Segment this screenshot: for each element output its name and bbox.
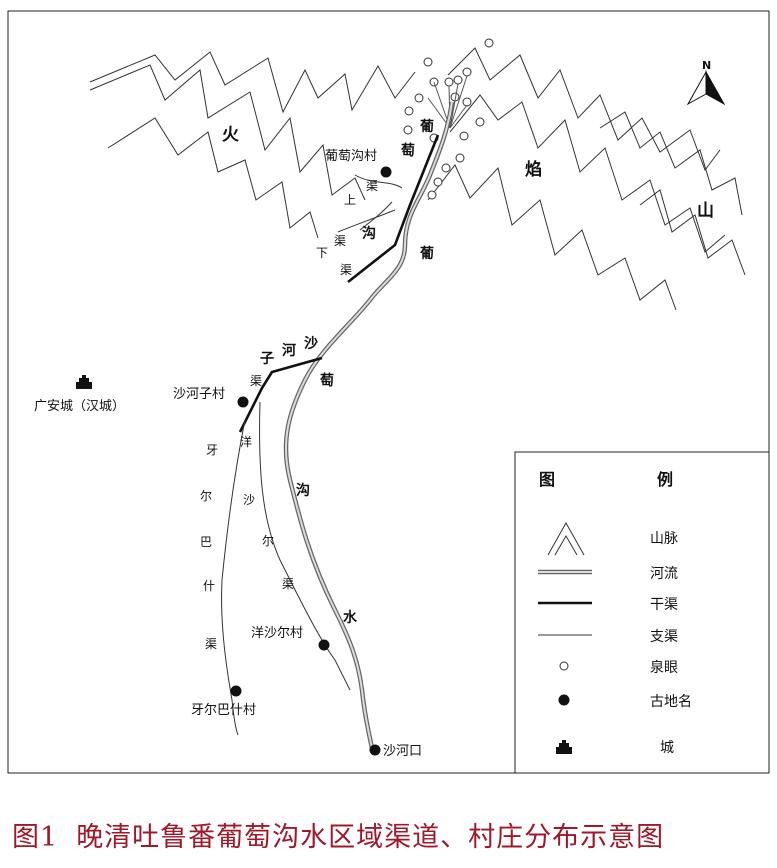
yaerbashi-canal-label-2: 尔 <box>200 488 212 503</box>
shahezi-village-label: 沙河子村 <box>173 387 225 402</box>
legend-label-old-place: 古地名 <box>650 694 692 710</box>
legend-label-river: 河流 <box>650 566 678 582</box>
river-label-3: 沟 <box>362 225 376 242</box>
yangshaer-village-dot <box>318 639 330 651</box>
spring <box>441 163 451 173</box>
spring <box>404 106 414 116</box>
map-border <box>7 10 770 774</box>
yaerbashi-canal-label-5: 渠 <box>205 637 217 651</box>
spring <box>423 57 433 67</box>
yaerbashi-village-label: 牙尔巴什村 <box>191 703 256 718</box>
shahe-label-1: 沙 <box>304 336 318 352</box>
yaerbashi-canal-label-1: 牙 <box>206 443 218 457</box>
yangshaer-canal-label-1: 洋 <box>240 434 252 449</box>
lower-canal-label-1: 下 <box>316 246 328 260</box>
putaogou-village-dot <box>380 166 392 178</box>
branch-canals <box>221 174 403 736</box>
river-label-7: 水 <box>343 609 358 626</box>
mountain-label-2: 焰 <box>525 159 542 180</box>
river-label-1: 葡 <box>419 118 434 135</box>
legend-label-mountain: 山脉 <box>650 531 678 547</box>
legend-label-spring: 泉眼 <box>650 659 678 676</box>
mountain-label-1: 火 <box>222 125 240 145</box>
upper-canal-label-1: 上 <box>344 193 356 207</box>
legend-label-branch-canal: 支渠 <box>650 629 678 645</box>
spring <box>462 67 472 77</box>
shahekou-dot <box>369 744 381 756</box>
river-label-6: 沟 <box>296 482 310 499</box>
legend: 图 例 山脉 河流 干渠 支渠 泉眼 古地名 城 <box>514 451 770 774</box>
figure-title: 晚清吐鲁番葡萄沟水区域渠道、村庄分布示意图 <box>76 822 665 853</box>
yangshaer-canal-label-4: 渠 <box>282 577 294 591</box>
yangshaer-village-label: 洋沙尔村 <box>251 626 303 641</box>
north-arrow-icon: N <box>686 59 726 106</box>
springs <box>403 38 494 200</box>
upper-canal-label-2: 渠 <box>366 179 378 193</box>
spring <box>475 117 485 127</box>
yaerbashi-canal-label-4: 什 <box>203 579 215 593</box>
lower-canal-label-2: 渠 <box>334 234 346 248</box>
putaogou-village-label: 葡萄沟村 <box>325 149 377 164</box>
spring <box>444 77 454 87</box>
shahezi-canal-label: 渠 <box>250 374 262 388</box>
city-icon <box>76 375 92 389</box>
spring <box>414 93 424 103</box>
mountain-label-3: 山 <box>697 201 714 221</box>
figure-caption: 图1 晚清吐鲁番葡萄沟水区域渠道、村庄分布示意图 <box>0 815 777 854</box>
spring <box>433 177 443 187</box>
spring <box>462 97 472 107</box>
main-canal-label: 渠 <box>340 263 352 277</box>
river <box>283 101 455 749</box>
legend-mountain-icon <box>547 521 585 556</box>
river-label-2: 萄 <box>401 142 415 159</box>
main-canals <box>238 134 440 433</box>
spring <box>455 153 465 163</box>
spring <box>459 131 469 141</box>
legend-title-left: 图 <box>539 470 555 489</box>
legend-box <box>514 451 770 774</box>
legend-spring-icon <box>559 661 569 671</box>
north-label: N <box>702 59 711 72</box>
mountain-ridges <box>89 47 746 311</box>
yangshaer-canal-label-2: 沙 <box>243 493 255 507</box>
legend-old-place-icon <box>558 694 570 706</box>
spring <box>484 38 494 48</box>
river-label-4: 葡 <box>419 245 434 262</box>
spring <box>427 190 437 200</box>
yaerbashi-village-dot <box>230 685 242 697</box>
map: 火 焰 山 葡 萄 沟 葡 萄 沟 水 沙 河 子 渠 渠 上 渠 下 渠 洋 … <box>7 10 770 774</box>
legend-city-icon <box>556 740 572 754</box>
shahe-label-3: 子 <box>260 351 274 367</box>
shahezi-village-dot <box>237 396 249 408</box>
legend-title-right: 例 <box>657 470 673 489</box>
shahe-label-2: 河 <box>282 342 296 359</box>
yangshaer-canal-label-3: 尔 <box>262 533 274 548</box>
river-label-5: 萄 <box>320 372 334 389</box>
yaerbashi-canal-label-3: 巴 <box>200 535 212 549</box>
shahekou-label: 沙河口 <box>383 744 422 759</box>
spring <box>453 75 463 85</box>
legend-label-city: 城 <box>660 740 674 756</box>
legend-label-main-canal: 干渠 <box>650 597 678 613</box>
guangan-city-label: 广安城（汉城） <box>34 399 125 414</box>
spring <box>403 125 413 135</box>
figure-number: 图1 <box>12 822 59 853</box>
